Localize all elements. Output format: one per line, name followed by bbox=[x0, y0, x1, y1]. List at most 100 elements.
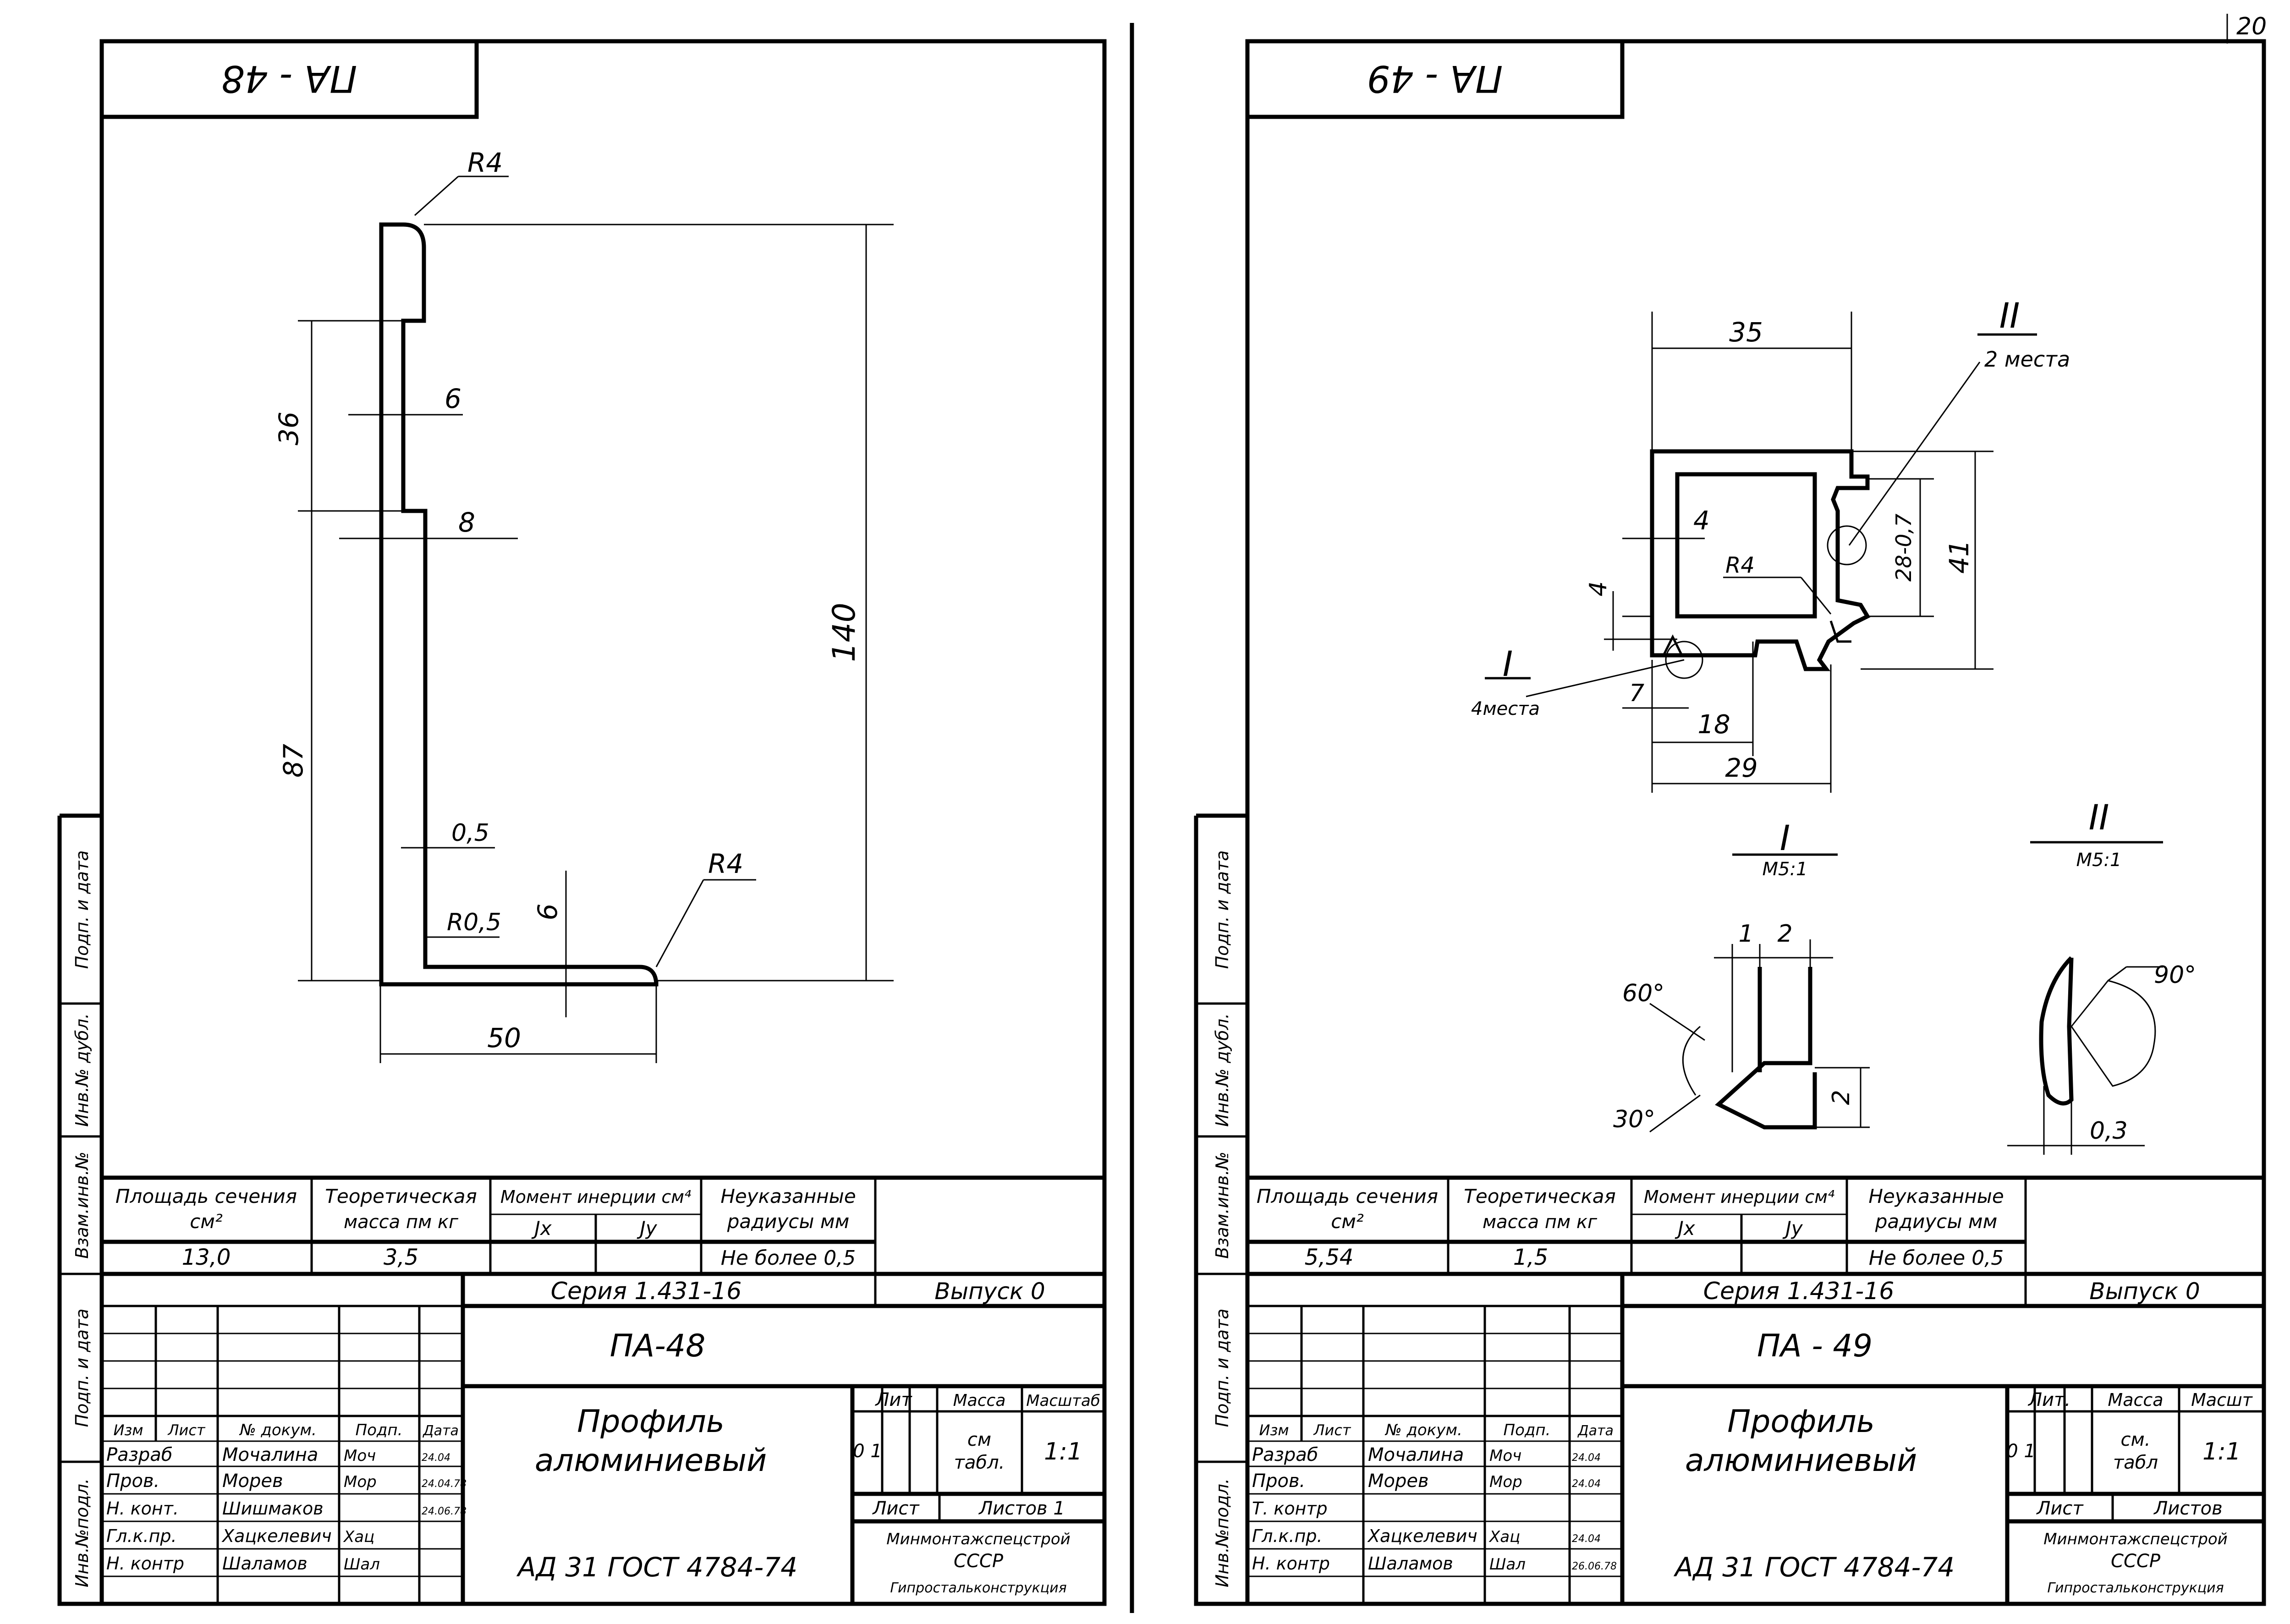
side-stamp-podp-data-2: Подп. и дата bbox=[1212, 1309, 1232, 1427]
page-number: 20 bbox=[2236, 13, 2267, 40]
callout-2-places: 2 места bbox=[1984, 347, 2070, 372]
title-line-2: алюминиевый bbox=[535, 1443, 767, 1479]
mirrored-code: ПА - 48 bbox=[221, 57, 357, 100]
detail-II-dim-0-3: 0,3 bbox=[2090, 1117, 2128, 1145]
side-stamp-inv-dubl: Инв.№ дубл. bbox=[72, 1013, 92, 1127]
signer-role: Гл.к.пр. bbox=[1252, 1526, 1323, 1546]
val-radii: Не более 0,5 bbox=[1869, 1246, 2004, 1270]
signer-signature: Хац bbox=[343, 1528, 374, 1546]
series-label: Серия 1.431-16 bbox=[551, 1278, 742, 1305]
dim-6-flange: 6 bbox=[532, 904, 563, 921]
dim-35: 35 bbox=[1729, 317, 1763, 348]
material-label: АД 31 ГОСТ 4784-74 bbox=[1673, 1552, 1955, 1583]
hdr-moment: Момент инерции см⁴ bbox=[500, 1187, 691, 1207]
sheet-label: Лист bbox=[2036, 1498, 2084, 1519]
hdr-podp: Подп. bbox=[356, 1421, 403, 1439]
material-label: АД 31 ГОСТ 4784-74 bbox=[516, 1552, 797, 1583]
lit-label: Лит bbox=[874, 1389, 912, 1410]
hdr-date: Дата bbox=[422, 1423, 459, 1439]
signer-role: Т. контр bbox=[1252, 1498, 1328, 1519]
lit-value: 0 1 bbox=[2006, 1441, 2036, 1462]
series-label: Серия 1.431-16 bbox=[1703, 1278, 1895, 1305]
signer-date: 24.04 bbox=[1572, 1452, 1601, 1464]
signer-name: Хацкелевич bbox=[1367, 1526, 1477, 1546]
val-radii: Не более 0,5 bbox=[721, 1246, 856, 1270]
mass-value-2: табл bbox=[2113, 1452, 2158, 1473]
dim-0-5: 0,5 bbox=[451, 819, 489, 847]
org-line-2: СССР bbox=[2111, 1551, 2161, 1572]
sheet-code: ПА-48 bbox=[610, 1328, 706, 1364]
org-line-2: СССР bbox=[954, 1551, 1004, 1572]
hdr-izm: Изм bbox=[113, 1421, 143, 1439]
signer-name: Хацкелевич bbox=[221, 1526, 332, 1546]
val-mass: 3,5 bbox=[384, 1245, 418, 1270]
hdr-list: Лист bbox=[1313, 1421, 1351, 1439]
hdr-izm: Изм bbox=[1259, 1421, 1289, 1439]
scale-label: Масшт bbox=[2191, 1390, 2253, 1410]
hdr-mass-unit: масса пм кг bbox=[344, 1212, 459, 1233]
detail-II-title: II bbox=[2089, 797, 2109, 838]
scale-value: 1:1 bbox=[1044, 1438, 1082, 1465]
profile-pa48 bbox=[379, 222, 659, 987]
scale-label: Масштаб bbox=[1026, 1392, 1100, 1410]
hdr-mass: Теоретическая bbox=[325, 1185, 477, 1207]
sheets-label: Листов 1 bbox=[978, 1498, 1065, 1519]
detail-I: I M5:1 1 2 60° 30° 2 bbox=[1613, 817, 1870, 1133]
detail-I-angle-30: 30° bbox=[1613, 1106, 1655, 1133]
mass-label: Масса bbox=[2108, 1390, 2163, 1410]
side-stamp-inv-podl: Инв.№подл. bbox=[1212, 1478, 1232, 1587]
sheets-label: Листов bbox=[2153, 1498, 2222, 1519]
signer-signature: Хац bbox=[1488, 1528, 1520, 1546]
org-line-3: Гипростальконструкция bbox=[890, 1580, 1066, 1596]
org-line-1: Минмонтажспецстрой bbox=[2043, 1530, 2228, 1548]
signer-role: Разраб bbox=[1252, 1444, 1318, 1465]
issue-label: Выпуск 0 bbox=[2089, 1278, 2200, 1305]
detail-I-title: I bbox=[1780, 817, 1790, 858]
title-line-2: алюминиевый bbox=[1685, 1443, 1917, 1479]
hdr-area-unit: см² bbox=[190, 1210, 223, 1233]
detail-I-dim-1: 1 bbox=[1738, 920, 1753, 948]
signer-signature: Моч bbox=[344, 1447, 376, 1465]
signer-signature: Моч bbox=[1489, 1447, 1521, 1465]
hdr-jy: Jy bbox=[637, 1217, 657, 1240]
signer-role: Н. контр bbox=[1252, 1553, 1330, 1574]
properties-table: Площадь сечения см² Теоретическая масса … bbox=[102, 1175, 1104, 1276]
signer-date: 26.06.78 bbox=[1572, 1561, 1617, 1572]
hdr-radii-unit: радиусы мм bbox=[1875, 1210, 1998, 1233]
mass-label: Масса bbox=[953, 1391, 1006, 1410]
hdr-mass-unit: масса пм кг bbox=[1483, 1212, 1598, 1233]
signer-name: Шаламов bbox=[222, 1553, 308, 1574]
dim-r4-foot: R4 bbox=[708, 848, 743, 879]
signer-role: Пров. bbox=[1252, 1470, 1305, 1492]
lit-label: Лит. bbox=[2027, 1389, 2070, 1410]
side-stamp-podp-data-1: Подп. и дата bbox=[72, 850, 92, 969]
sheet-pa48: ПА - 48 Подп. и дата Инв.№ дубл. Взам.ин… bbox=[57, 39, 1107, 1606]
issue-label: Выпуск 0 bbox=[934, 1278, 1045, 1305]
hdr-area-unit: см² bbox=[1331, 1210, 1364, 1233]
mass-value-1: см bbox=[967, 1429, 991, 1450]
title-block: Серия 1.431-16 Выпуск 0 ПА-48 Профиль ал… bbox=[102, 1274, 1104, 1604]
hdr-moment: Момент инерции см⁴ bbox=[1644, 1187, 1834, 1207]
title-line-1: Профиль bbox=[577, 1404, 725, 1440]
dim-4-wall: 4 bbox=[1693, 506, 1710, 536]
dim-6-web: 6 bbox=[445, 383, 461, 414]
dim-8: 8 bbox=[458, 507, 475, 538]
hdr-radii-unit: радиусы мм bbox=[727, 1210, 850, 1233]
side-stamp-inv-podl: Инв.№подл. bbox=[72, 1478, 92, 1587]
signer-date: 24.04 bbox=[1572, 1533, 1601, 1545]
hdr-list: Лист bbox=[167, 1421, 205, 1439]
hdr-area: Площадь сечения bbox=[115, 1185, 297, 1207]
hdr-doc: № докум. bbox=[1384, 1421, 1462, 1439]
hdr-radii: Неуказанные bbox=[720, 1185, 856, 1207]
signer-role: Разраб bbox=[106, 1444, 172, 1465]
callout-4-places: 4места bbox=[1471, 698, 1540, 719]
sheet-code: ПА - 49 bbox=[1757, 1328, 1873, 1364]
mass-value-2: табл. bbox=[954, 1452, 1005, 1473]
side-stamp-inv-dubl: Инв.№ дубл. bbox=[1212, 1013, 1232, 1127]
hdr-jx: Jx bbox=[1675, 1217, 1695, 1240]
title-block: Серия 1.431-16 Выпуск 0 ПА - 49 Профиль … bbox=[1247, 1274, 2264, 1604]
signer-name: Мочалина bbox=[222, 1444, 318, 1465]
callout-II: II bbox=[1999, 295, 2020, 336]
